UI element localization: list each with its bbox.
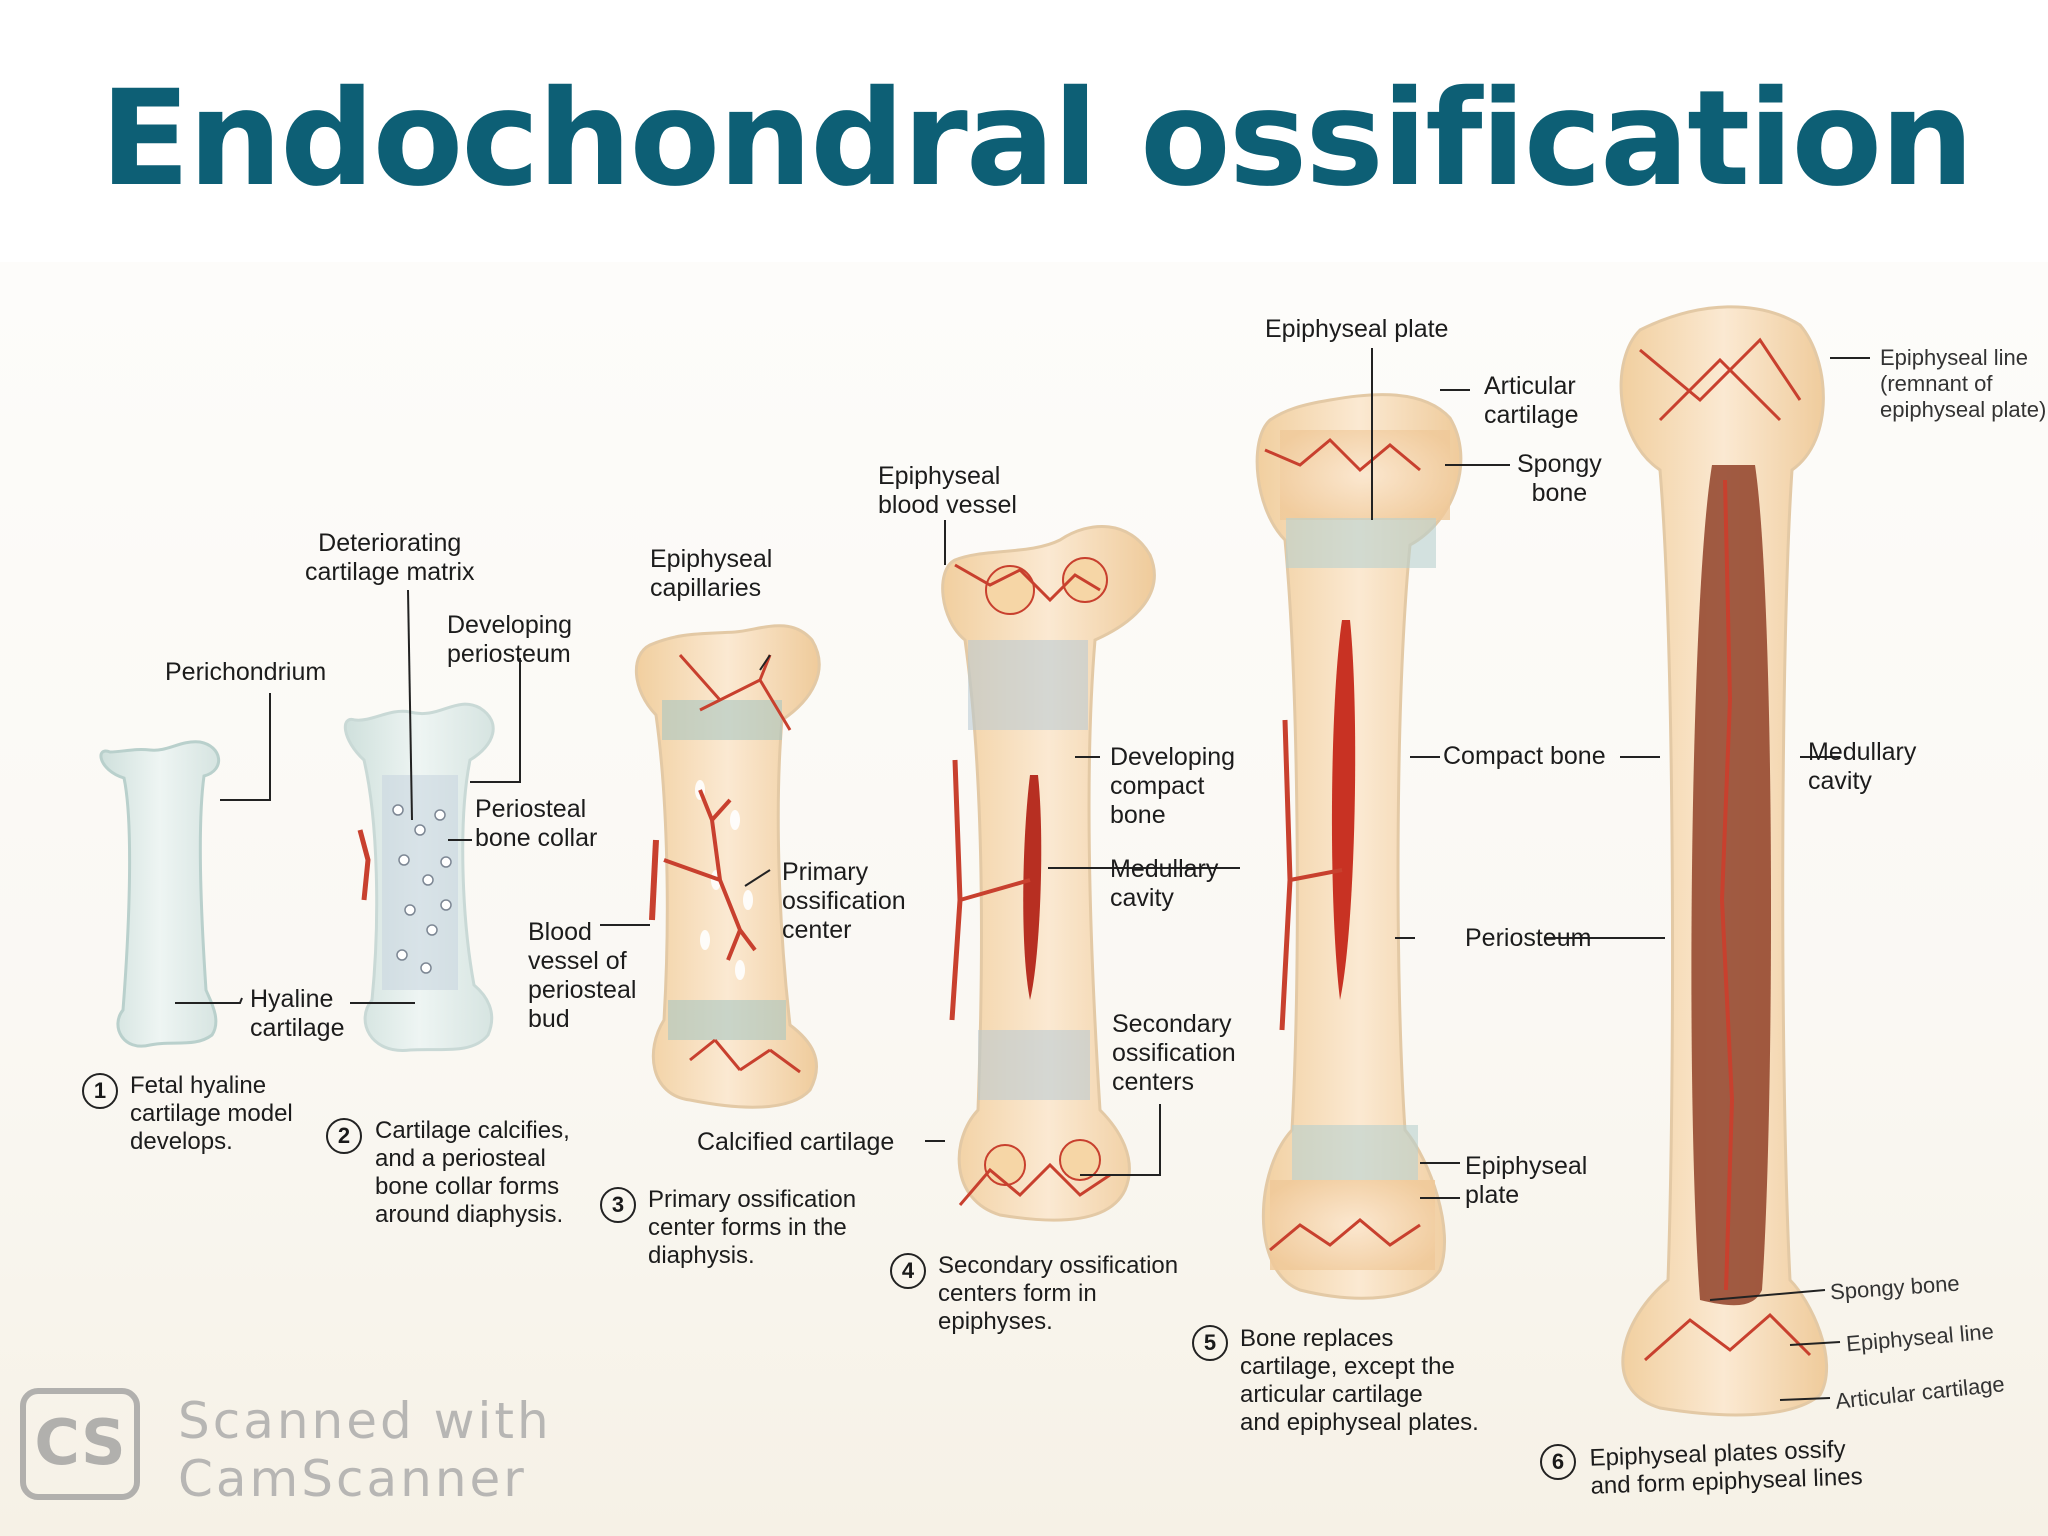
label-epiphyseal-plate-top: Epiphyseal plate <box>1265 315 1449 343</box>
step-number-1: 1 <box>82 1073 118 1109</box>
bone-stage-4 <box>941 525 1156 1222</box>
label-articular-cartilage: Articular cartilage <box>1484 372 1579 429</box>
step-number-2: 2 <box>326 1118 362 1154</box>
bone-stage-6 <box>1619 305 1829 1417</box>
label-developing-compact-bone: Developing compact bone <box>1110 743 1236 829</box>
step-caption-3: Primary ossification center forms in the… <box>648 1186 857 1269</box>
step-number-5: 5 <box>1192 1325 1228 1361</box>
label-deteriorating-cartilage: Deteriorating cartilage matrix <box>305 529 475 586</box>
label-secondary-ossification-centers: Secondary ossification centers <box>1112 1010 1236 1096</box>
label-epiphyseal-plate-bottom: Epiphyseal plate <box>1465 1152 1588 1209</box>
watermark-line-1: Scanned with <box>178 1392 552 1450</box>
label-calcified-cartilage: Calcified cartilage <box>697 1128 895 1156</box>
step-caption-6: Epiphyseal plates ossify and form epiphy… <box>1589 1435 1864 1500</box>
label-developing-periosteum: Developing periosteum <box>447 611 573 668</box>
label-compact-bone: Compact bone <box>1443 742 1606 770</box>
step-number-6: 6 <box>1540 1444 1576 1480</box>
label-perichondrium: Perichondrium <box>165 658 327 686</box>
bone-stage-2 <box>343 702 495 1052</box>
step-caption-1: Fetal hyaline cartilage model develops. <box>130 1072 293 1155</box>
bone-stage-1 <box>99 740 221 1048</box>
label-epiphyseal-line-top: Epiphyseal line (remnant of epiphyseal p… <box>1880 345 2047 422</box>
bone-stage-5 <box>1255 393 1463 1300</box>
label-epiphyseal-blood-vessel: Epiphyseal blood vessel <box>878 462 1017 519</box>
label-periosteum: Periosteum <box>1465 924 1592 952</box>
label-primary-ossification-center: Primary ossification center <box>782 858 906 944</box>
bone-stage-3 <box>635 624 821 1109</box>
step-caption-4: Secondary ossification centers form in e… <box>938 1252 1179 1335</box>
camscanner-logo: CS <box>20 1388 140 1500</box>
page-title: Endochondral ossification <box>100 62 1974 216</box>
step-number-4: 4 <box>890 1253 926 1289</box>
label-spongy-bone-top: Spongy bone <box>1517 450 1602 507</box>
label-medullary-cavity-4: Medullary cavity <box>1110 855 1219 912</box>
label-hyaline-cartilage: Hyaline cartilage <box>250 985 345 1042</box>
step-caption-2: Cartilage calcifies, and a periosteal bo… <box>375 1117 570 1228</box>
label-epiphyseal-capillaries: Epiphyseal capillaries <box>650 545 773 602</box>
label-periosteal-bone-collar: Periosteal bone collar <box>475 795 598 852</box>
watermark-line-2: CamScanner <box>178 1450 527 1508</box>
leader-lines <box>175 348 1870 1401</box>
label-blood-vessel-periosteal-bud: Blood vessel of periosteal bud <box>528 918 637 1033</box>
step-caption-5: Bone replaces cartilage, except the arti… <box>1240 1325 1479 1436</box>
label-medullary-cavity-6: Medullary cavity <box>1808 738 1917 795</box>
step-number-3: 3 <box>600 1187 636 1223</box>
